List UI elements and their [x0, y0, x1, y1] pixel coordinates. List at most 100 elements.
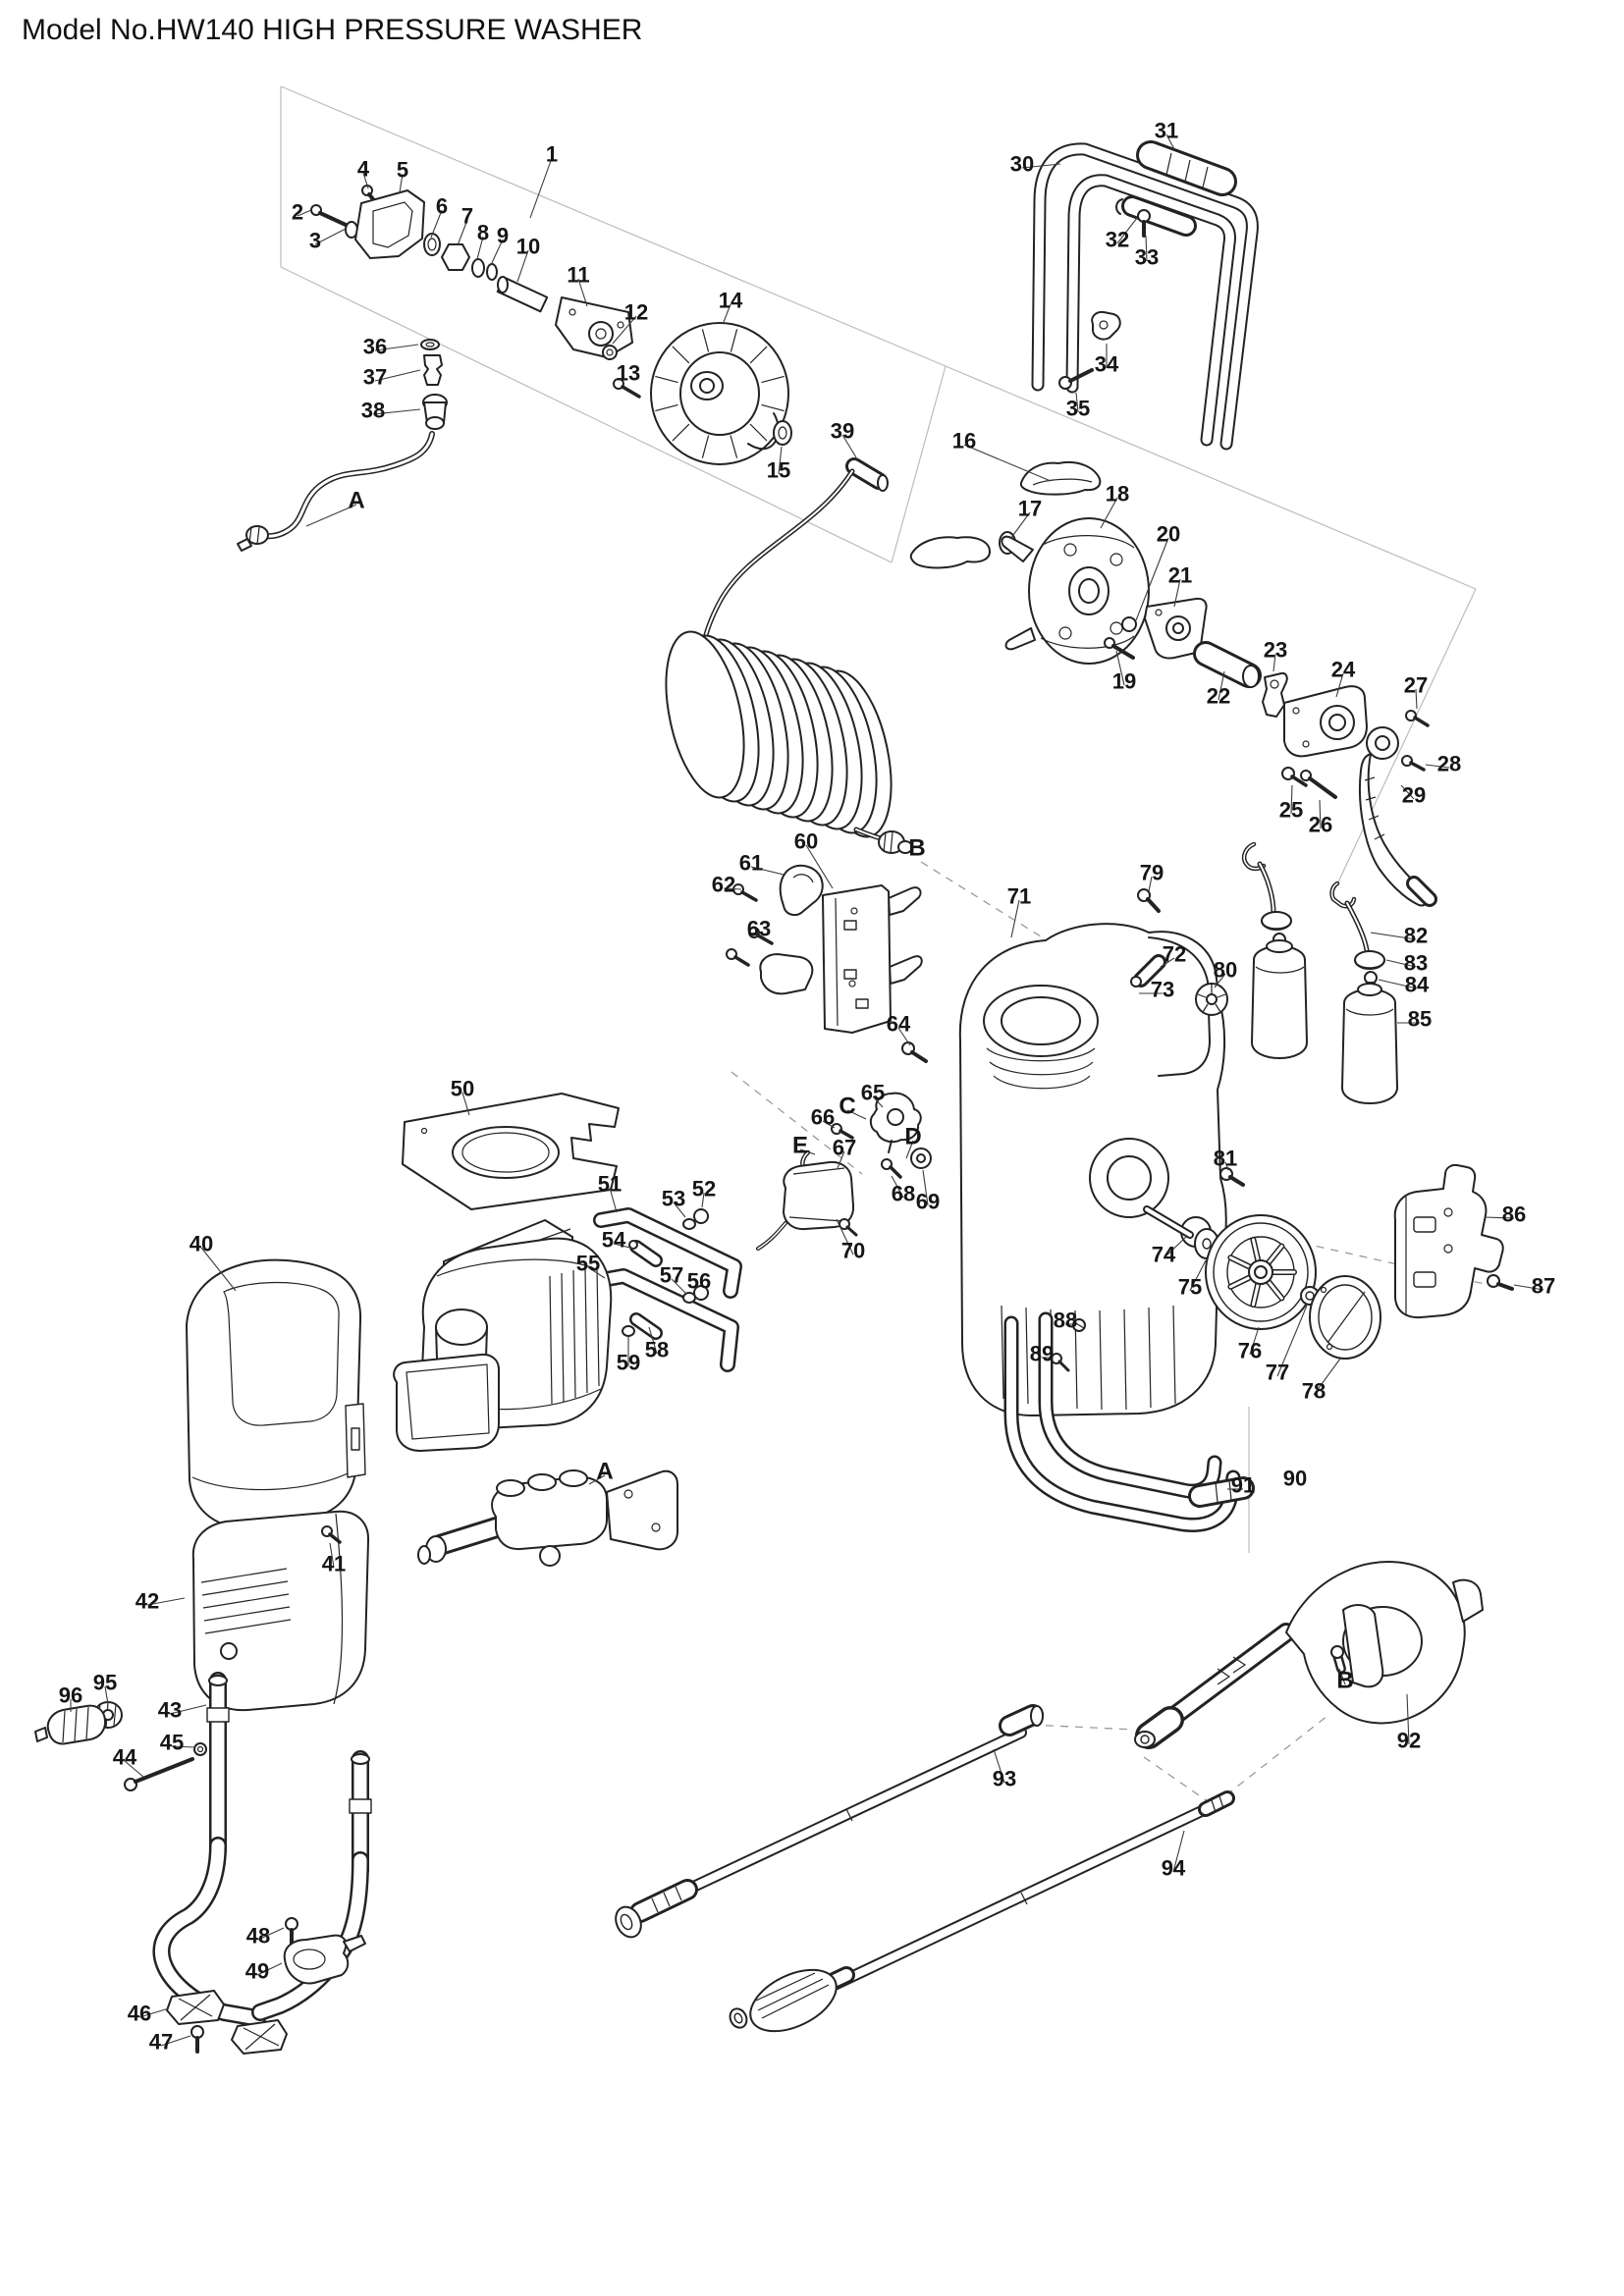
part-label-leader-19-18 — [1115, 650, 1125, 686]
part-label-29-28: 29 — [1402, 783, 1426, 808]
part-label-leader-6-5 — [430, 209, 443, 239]
part-label-leader-48-47 — [257, 1927, 285, 1941]
part-label-43-42: 43 — [158, 1698, 182, 1723]
part-label-46-45: 46 — [128, 2002, 151, 2026]
part-label-leader-44-43 — [124, 1760, 144, 1778]
rear-frame — [1003, 1311, 1255, 1532]
ref-letter-E-6: E — [792, 1133, 808, 1159]
part-label-66-65: 66 — [811, 1105, 835, 1130]
hose-holder — [726, 864, 928, 1063]
part-label-leader-43-42 — [169, 1704, 207, 1715]
part-label-49-48: 49 — [245, 1959, 269, 1984]
inlet-hose-assembly — [237, 339, 448, 552]
valve-parts — [756, 1092, 932, 1251]
part-label-91-90: 91 — [1231, 1473, 1255, 1498]
part-label-24-23: 24 — [1331, 658, 1356, 682]
ref-letter-D-5: D — [904, 1124, 921, 1150]
part-label-15-14: 15 — [767, 458, 790, 483]
part-label-58-57: 58 — [645, 1338, 669, 1362]
part-label-5-4: 5 — [397, 158, 408, 183]
part-label-leader-80-79 — [1214, 973, 1226, 988]
cover-plate — [402, 1093, 620, 1210]
part-label-65-64: 65 — [861, 1081, 885, 1105]
part-label-leader-62-61 — [723, 887, 742, 890]
part-label-leader-5-4 — [399, 173, 404, 193]
part-label-leader-79-78 — [1148, 876, 1153, 892]
part-label-7-6: 7 — [461, 204, 473, 229]
part-label-leader-76-75 — [1249, 1326, 1260, 1356]
part-label-26-25: 26 — [1309, 813, 1332, 837]
part-label-54-53: 54 — [602, 1228, 626, 1253]
part-label-leader-82-81 — [1370, 932, 1417, 940]
part-label-33-32: 33 — [1135, 245, 1159, 270]
part-label-leader-18-17 — [1100, 497, 1118, 529]
part-label-13-12: 13 — [617, 361, 640, 386]
part-label-68-67: 68 — [892, 1182, 915, 1206]
part-label-47-46: 47 — [149, 2030, 173, 2055]
handle-assembly — [1031, 140, 1259, 451]
part-label-90-89: 90 — [1283, 1467, 1307, 1491]
part-label-leader-77-76 — [1276, 1305, 1308, 1377]
part-label-51-50: 51 — [598, 1172, 622, 1197]
ref-letter-B-2: B — [908, 835, 925, 862]
part-label-leader-1-0 — [529, 157, 553, 219]
part-label-leader-45-44 — [171, 1745, 196, 1748]
part-label-leader-51-50 — [609, 1187, 618, 1213]
part-label-76-75: 76 — [1238, 1339, 1262, 1363]
part-label-leader-52-51 — [701, 1192, 705, 1208]
part-label-57-56: 57 — [660, 1263, 683, 1288]
part-label-leader-8-7 — [476, 236, 484, 260]
part-label-71-70: 71 — [1007, 884, 1031, 909]
page-title: Model No.HW140 HIGH PRESSURE WASHER — [22, 14, 643, 46]
part-label-83-82: 83 — [1404, 951, 1428, 976]
ref-letter-leader-A-0 — [305, 504, 357, 527]
pump-housing — [958, 888, 1227, 1416]
fan-wheel — [650, 322, 792, 465]
part-label-79-78: 79 — [1140, 861, 1164, 885]
part-label-64-63: 64 — [887, 1012, 911, 1037]
part-label-leader-54-53 — [613, 1243, 635, 1250]
part-label-leader-69-68 — [922, 1169, 929, 1206]
part-label-leader-66-65 — [822, 1120, 836, 1129]
part-label-leader-29-28 — [1400, 784, 1415, 800]
part-label-leader-2-1 — [297, 209, 312, 217]
ref-letter-leader-B-3 — [1338, 1668, 1346, 1685]
part-label-leader-71-70 — [1010, 899, 1020, 938]
wheel-assembly — [1143, 1163, 1514, 1360]
part-label-leader-12-11 — [612, 315, 637, 345]
part-label-16-15: 16 — [952, 429, 976, 454]
part-label-50-49: 50 — [451, 1077, 474, 1101]
part-label-leader-50-49 — [461, 1092, 470, 1116]
part-label-leader-72-71 — [1160, 957, 1175, 968]
part-label-3-2: 3 — [309, 229, 321, 253]
part-label-leader-53-52 — [673, 1201, 686, 1218]
part-label-22-21: 22 — [1207, 684, 1230, 709]
part-label-14-13: 14 — [719, 289, 743, 313]
part-label-leader-16-15 — [963, 444, 1052, 482]
part-label-leader-26-25 — [1319, 799, 1322, 829]
part-label-leader-84-83 — [1378, 979, 1418, 989]
part-label-leader-25-24 — [1290, 784, 1293, 815]
part-label-39-38: 39 — [831, 419, 854, 444]
part-label-leader-14-13 — [723, 303, 731, 323]
part-label-53-52: 53 — [662, 1187, 685, 1211]
part-label-34-33: 34 — [1095, 352, 1119, 377]
part-label-31-30: 31 — [1155, 119, 1178, 143]
part-label-81-80: 81 — [1214, 1147, 1237, 1171]
part-label-55-54: 55 — [576, 1252, 600, 1276]
part-label-62-61: 62 — [712, 873, 735, 897]
part-label-28-27: 28 — [1437, 752, 1461, 776]
part-label-leader-47-46 — [160, 2035, 191, 2047]
part-label-61-60: 61 — [739, 851, 763, 876]
part-label-leader-94-93 — [1172, 1830, 1185, 1873]
ref-letter-C-4: C — [839, 1094, 855, 1120]
part-label-60-59: 60 — [794, 829, 818, 854]
part-label-leader-60-59 — [805, 844, 834, 889]
part-label-leader-70-69 — [836, 1218, 854, 1255]
part-label-18-17: 18 — [1106, 482, 1129, 507]
part-label-84-83: 84 — [1405, 973, 1430, 997]
part-label-leader-57-56 — [671, 1278, 687, 1295]
part-label-82-81: 82 — [1404, 924, 1428, 948]
part-label-leader-3-2 — [314, 228, 347, 245]
part-label-leader-30-29 — [1021, 163, 1061, 169]
